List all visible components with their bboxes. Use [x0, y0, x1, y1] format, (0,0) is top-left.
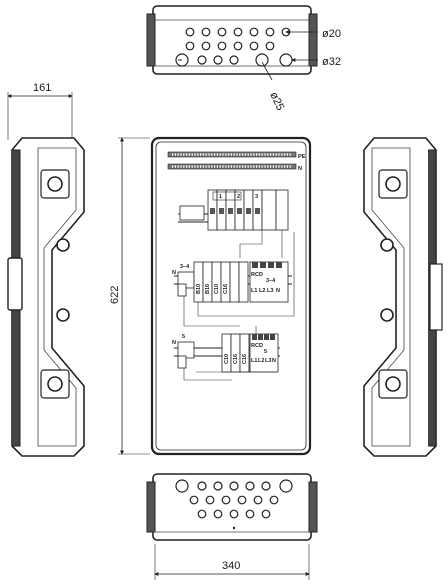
- row3-terminal-l2: L2: [258, 358, 264, 364]
- row2-terminal-n: N: [276, 288, 280, 294]
- row2-group-label: 3–4: [180, 264, 190, 270]
- bottom-view-holes: [175, 479, 293, 519]
- row2-terminal-l1: L1: [251, 288, 257, 294]
- left-side-view: [7, 92, 85, 457]
- row1-number-2: 2: [237, 194, 240, 200]
- dim-hole-large: ø32: [322, 56, 341, 68]
- row2-codes: B10 B16 C10 C16: [196, 284, 229, 294]
- row2-code-1: B10: [196, 284, 202, 294]
- row3-terminal-l1: L1: [251, 358, 257, 364]
- busbar-n-label: N: [298, 166, 302, 172]
- top-view: [146, 5, 318, 81]
- breaker-row-3: [174, 326, 280, 381]
- dim-hole-mid: ø25: [267, 90, 286, 112]
- dim-depth: 161: [33, 82, 51, 94]
- right-side-view: [363, 137, 443, 457]
- bottom-view: [146, 473, 318, 580]
- row3-code-3: C16: [242, 354, 248, 364]
- busbar-pe-label: PE: [298, 154, 306, 160]
- breaker-row-1: [178, 189, 289, 258]
- dim-hole-small: ø20: [322, 28, 341, 40]
- row3-code-2: C16: [233, 354, 239, 364]
- breaker-row-2: [174, 232, 295, 327]
- row3-rcd-label: RCD: [251, 343, 263, 349]
- row3-codes: C10 C16 C16: [224, 354, 248, 364]
- row3-terminal-n: N: [272, 358, 276, 364]
- row3-code-1: C10: [224, 354, 230, 364]
- row3-n-marker: N: [172, 340, 176, 346]
- row2-terminal-l2: L2: [259, 288, 265, 294]
- row3-terminal-l3: L3: [265, 358, 271, 364]
- row3-group-label: 5: [182, 334, 185, 340]
- row3-terminals: L1 L2 L3 N: [251, 358, 276, 364]
- busbars: [167, 151, 297, 170]
- row2-code-4: C16: [223, 284, 229, 294]
- row1-number-1: 1: [219, 194, 222, 200]
- row2-n-marker: N: [172, 270, 176, 276]
- row2-terminal-l3: L3: [267, 288, 273, 294]
- dim-width: 340: [222, 560, 240, 572]
- row2-rcd-sub: 3–4: [266, 278, 276, 284]
- row2-code-3: C10: [214, 284, 220, 294]
- row2-rcd-label: RCD: [251, 272, 263, 278]
- row2-terminals: L1 L2 L3 N: [251, 288, 280, 294]
- dim-height: 622: [109, 286, 121, 304]
- row2-code-2: B16: [205, 284, 211, 294]
- row1-number-3: 3: [255, 194, 258, 200]
- row3-rcd-sub: 5: [264, 349, 267, 355]
